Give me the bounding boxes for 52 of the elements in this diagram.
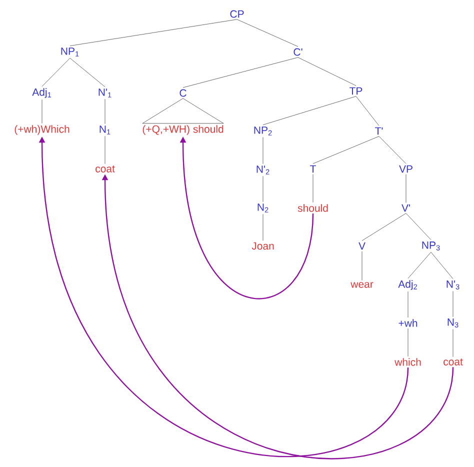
tree-branch [104, 98, 106, 124]
tree-branch [236, 19, 298, 47]
tree-branch [104, 136, 106, 164]
tree-branch [356, 96, 380, 126]
category-label: Adj$_{2}$ [398, 280, 418, 290]
category-label: V' [402, 204, 410, 212]
category-label: CP [230, 10, 244, 18]
word-label: coat [444, 358, 463, 366]
category-label: NP$_{2}$ [254, 126, 272, 136]
tree-branch [262, 176, 264, 202]
tree-branch [452, 290, 454, 318]
category-label: Adj$_{1}$ [32, 88, 52, 98]
category-label: NP$_{1}$ [61, 48, 79, 56]
tree-branch [262, 214, 264, 241]
tree-branch [312, 174, 314, 203]
tree-branch [182, 57, 298, 88]
category-label: NP$_{3}$ [422, 242, 440, 250]
category-label: C [180, 89, 186, 97]
tree-branch [70, 19, 238, 46]
category-label: C' [294, 48, 302, 56]
category-label: N$_{2}$ [258, 204, 268, 212]
tree-branch [408, 252, 432, 279]
word-label: coat [96, 166, 115, 172]
word-label: (+Q,+WH) should [142, 125, 224, 135]
category-label: T' [375, 127, 383, 135]
word-label: wear [350, 282, 374, 288]
triangle-branch [142, 98, 224, 124]
tree-branch [312, 136, 380, 164]
tree-branch [262, 136, 264, 164]
category-label: +wh [398, 319, 418, 327]
category-label: VP [399, 165, 412, 173]
category-label: N'$_{3}$ [446, 280, 460, 290]
category-label: T [310, 165, 316, 173]
tree-branch [378, 136, 406, 164]
category-label: N$_{3}$ [448, 318, 458, 328]
category-label: N$_{1}$ [100, 126, 110, 134]
tree-branch [262, 96, 356, 126]
word-label: Joan [252, 242, 274, 250]
tree-branch [298, 57, 356, 86]
category-label: N'$_{2}$ [256, 166, 270, 174]
category-label: V [358, 242, 366, 250]
tree-branch [430, 252, 454, 280]
tree-branch [452, 328, 454, 358]
word-label: should [298, 204, 328, 212]
tree-branch [406, 213, 432, 240]
word-label: which [394, 358, 421, 366]
tree-branch [42, 58, 70, 87]
category-label: N'$_{1}$ [98, 88, 112, 98]
tree-branch [70, 58, 106, 88]
tree-branch [362, 213, 406, 241]
category-label: TP [350, 87, 362, 95]
word-label: (+wh)Which [14, 125, 70, 135]
